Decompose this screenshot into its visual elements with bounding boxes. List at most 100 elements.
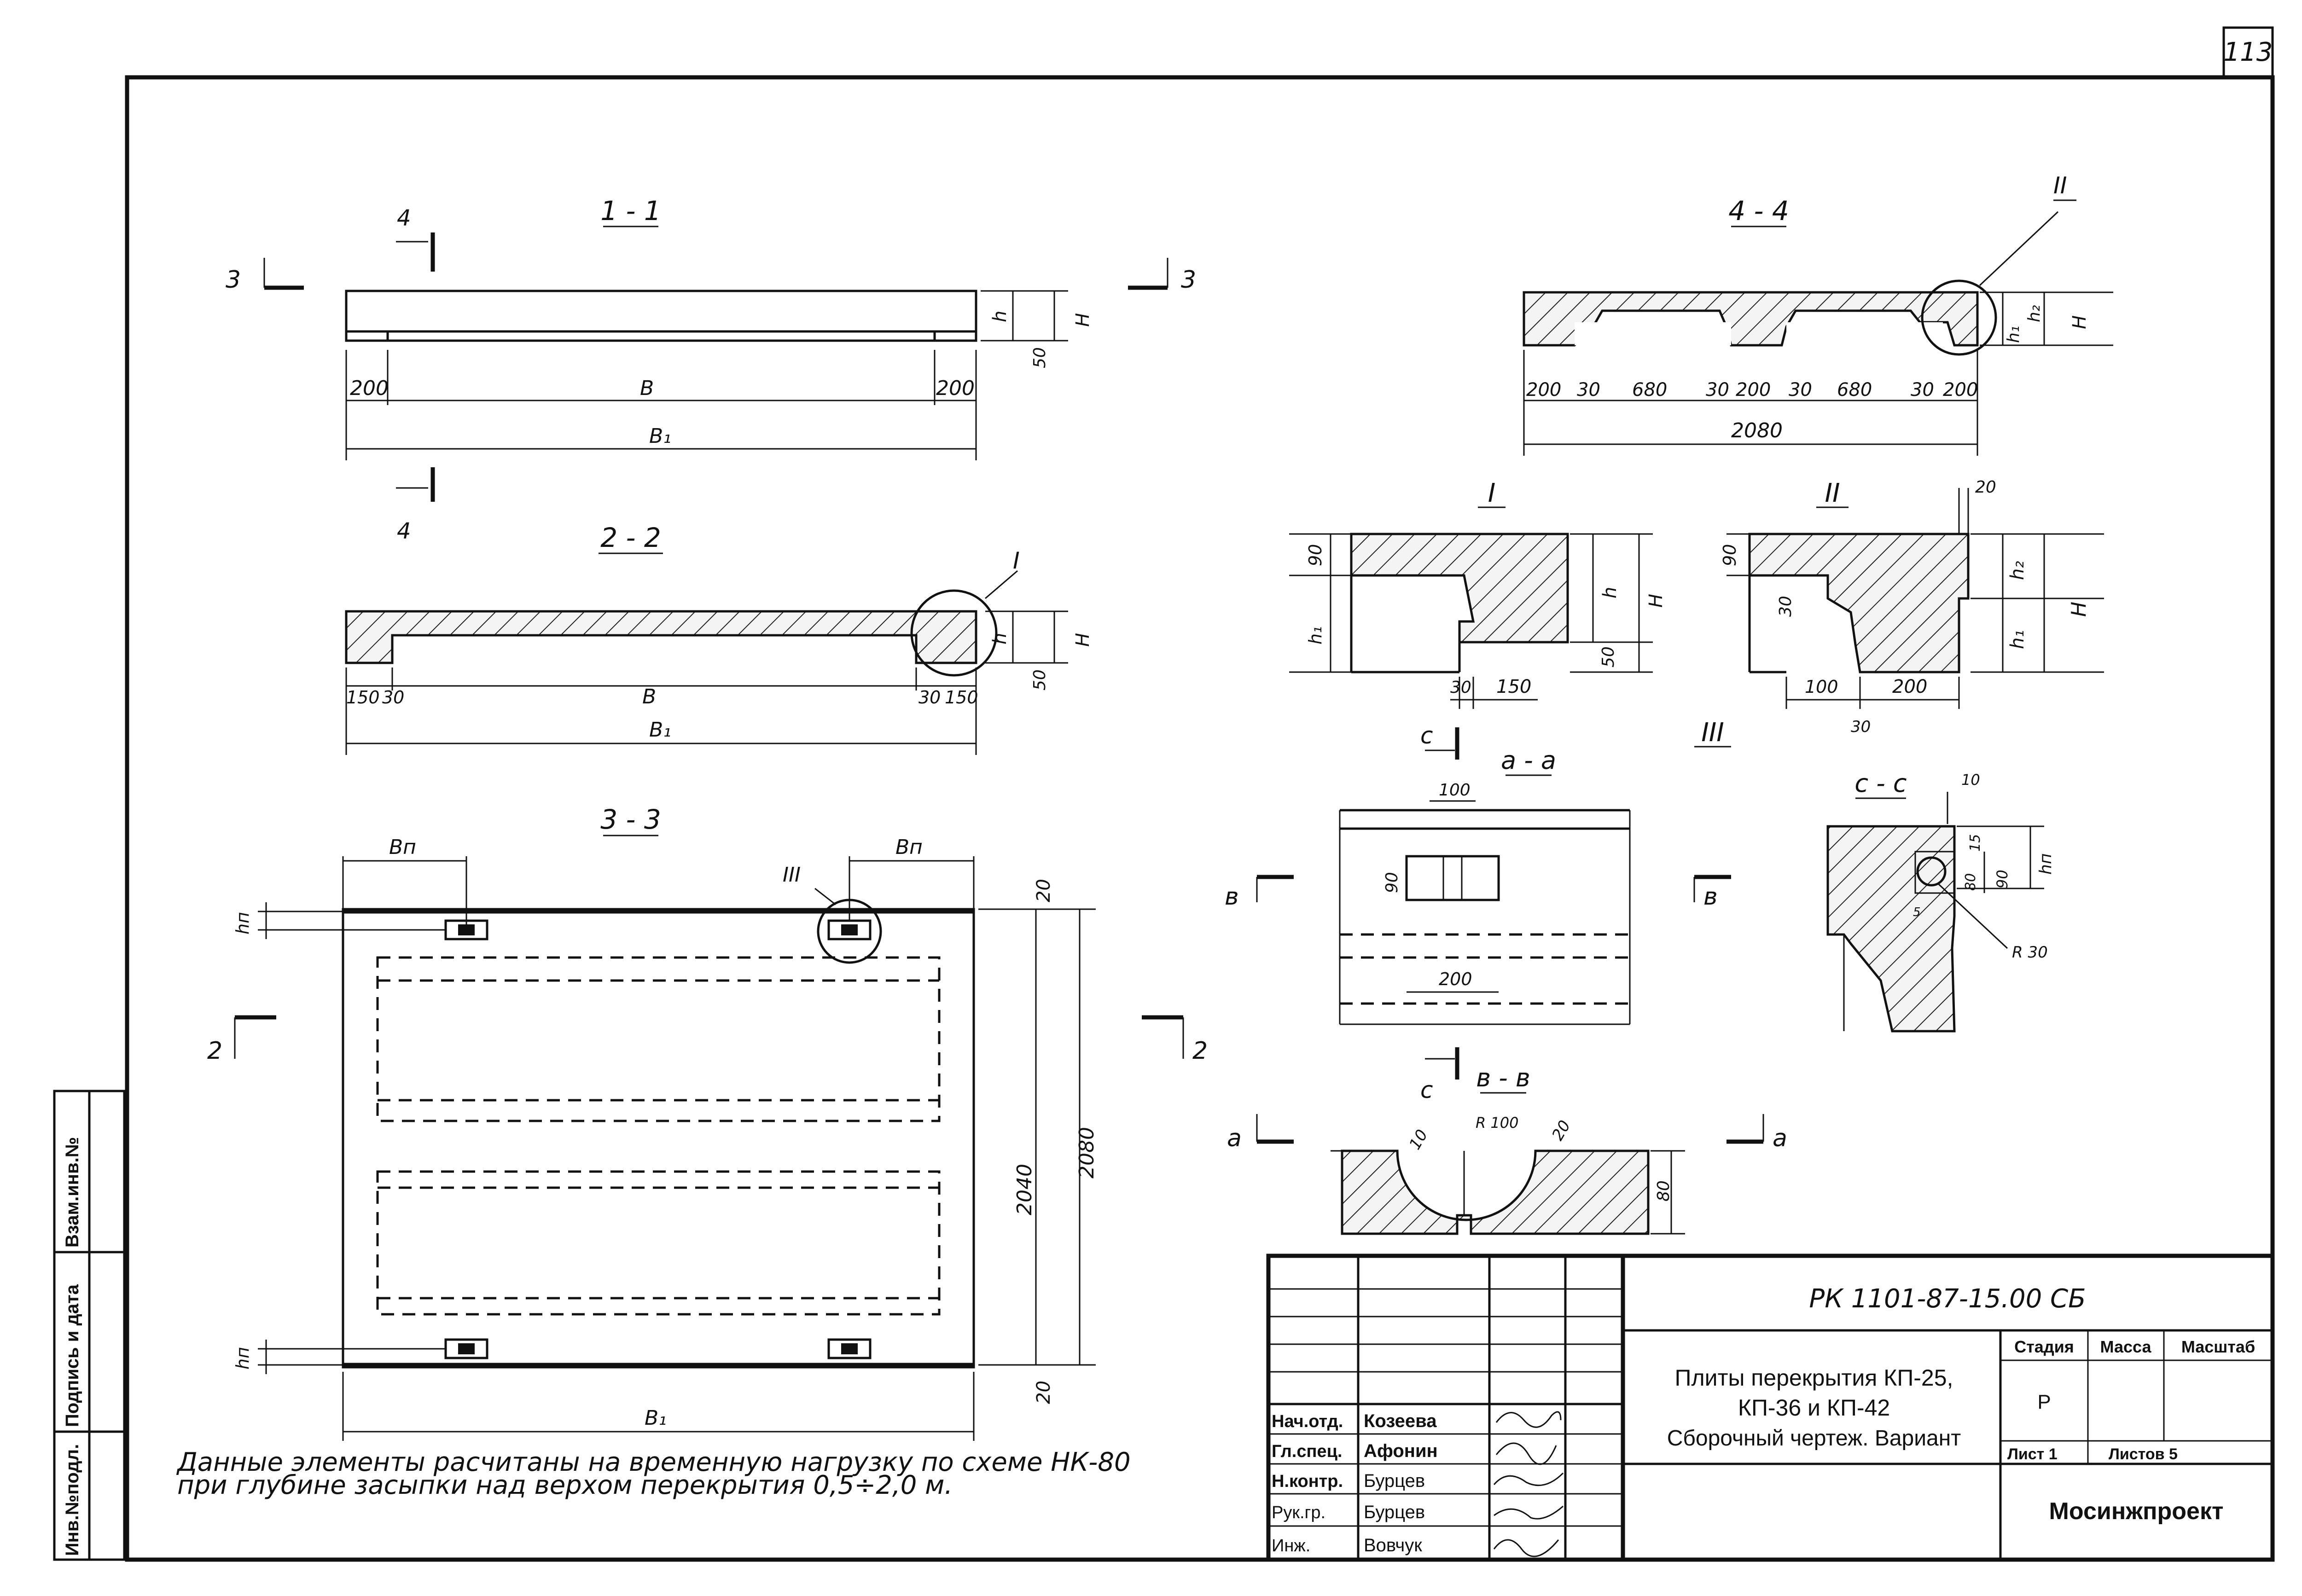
svg-text:90: 90 — [1305, 544, 1325, 566]
signature — [1493, 1472, 1564, 1486]
drawing-name-line3: Сборочный чертеж. Вариант — [1667, 1426, 1961, 1451]
sheets-label: Листов 5 — [2109, 1445, 2178, 1463]
svg-text:30: 30 — [918, 687, 941, 708]
stamp-replace-label: Взам.инв.№ — [62, 1137, 82, 1248]
svg-text:150: 150 — [945, 687, 978, 708]
svg-text:30: 30 — [1776, 596, 1795, 617]
loop-rod — [1916, 856, 1947, 887]
view-c-c: с - с 10 15 80 90 hп R 30 5 — [1826, 769, 2055, 1033]
view-c-c-title: с - с — [1854, 769, 1907, 798]
svg-text:200: 200 — [1892, 676, 1927, 697]
svg-text:200: 200 — [1943, 379, 1978, 400]
detail-I-section — [1350, 533, 1569, 644]
svg-text:II: II — [2053, 172, 2067, 199]
svg-text:hп: hп — [233, 912, 253, 934]
stage-value: Р — [2037, 1391, 2051, 1413]
svg-text:Вовчук: Вовчук — [1364, 1535, 1422, 1555]
svg-text:20: 20 — [1975, 478, 1996, 497]
svg-text:2: 2 — [1192, 1037, 1208, 1065]
svg-text:20: 20 — [1033, 879, 1054, 902]
svg-text:с: с — [1420, 1077, 1433, 1103]
sheet-number-box — [2222, 26, 2274, 79]
svg-text:2040: 2040 — [1013, 1164, 1036, 1215]
svg-text:20: 20 — [1033, 1381, 1054, 1404]
svg-text:30: 30 — [1789, 379, 1812, 400]
svg-text:90: 90 — [1994, 870, 2011, 888]
staff-row: Гл.спец. Афонин — [1272, 1441, 1438, 1461]
header-stage: Стадия — [2014, 1337, 2074, 1356]
svg-text:200: 200 — [1439, 969, 1472, 989]
svg-text:4: 4 — [397, 205, 411, 231]
svg-text:H: H — [1645, 594, 1667, 608]
header-scale: Масштаб — [2181, 1337, 2255, 1356]
drawing-name-line1: Плиты перекрытия КП-25, — [1675, 1365, 1953, 1391]
svg-text:Н.контр.: Н.контр. — [1272, 1472, 1343, 1491]
svg-text:Гл.спец.: Гл.спец. — [1272, 1442, 1342, 1461]
design-note-line2: при глубине засыпки над верхом перекрыти… — [177, 1470, 953, 1500]
svg-text:hп: hп — [233, 1347, 253, 1370]
svg-text:80: 80 — [1654, 1180, 1673, 1201]
svg-text:30: 30 — [1577, 379, 1600, 400]
view-a-a: a - a 100 90 200 в в с с — [1225, 722, 1731, 1103]
svg-text:50: 50 — [1030, 347, 1049, 368]
design-note-line1: Данные элементы расчитаны на временную н… — [176, 1447, 1131, 1477]
svg-text:90: 90 — [1383, 872, 1401, 893]
lifting-loop — [827, 1338, 872, 1359]
svg-text:в: в — [1703, 883, 1718, 911]
sheet-number: 113 — [2224, 37, 2273, 67]
section-1-1-title: 1 - 1 — [600, 195, 661, 226]
svg-text:hп: hп — [2036, 853, 2055, 875]
title-block: Нач.отд. Козеева Гл.спец. Афонин Н.контр… — [1266, 1254, 2275, 1562]
callout-circle-I — [910, 589, 998, 677]
header-mass: Масса — [2100, 1337, 2152, 1356]
svg-text:30: 30 — [1706, 379, 1729, 400]
svg-text:H: H — [2069, 315, 2090, 329]
drawing-frame — [125, 75, 2275, 1562]
svg-text:a: a — [1227, 1125, 1242, 1152]
svg-text:Бурцев: Бурцев — [1364, 1502, 1425, 1522]
stamp-inv-label: Инв.№подл. — [62, 1444, 82, 1556]
slab-profile-1-1 — [345, 290, 977, 333]
void-lower — [376, 1170, 941, 1316]
svg-text:3: 3 — [226, 266, 241, 294]
svg-text:h: h — [1599, 587, 1621, 598]
callout-circle-II — [1921, 279, 1997, 356]
svg-text:90: 90 — [1720, 544, 1740, 566]
svg-text:10: 10 — [1961, 771, 1980, 789]
svg-text:2080: 2080 — [1731, 419, 1783, 442]
svg-text:h₂: h₂ — [2025, 305, 2044, 322]
svg-text:200: 200 — [1526, 379, 1561, 400]
staff-row: Н.контр. Бурцев — [1272, 1471, 1425, 1491]
sheet-label: Лист 1 — [2007, 1445, 2058, 1463]
svg-text:B: B — [642, 685, 656, 708]
svg-text:2080: 2080 — [1075, 1127, 1099, 1178]
svg-text:30: 30 — [1851, 718, 1871, 736]
svg-text:680: 680 — [1632, 379, 1667, 400]
svg-text:4: 4 — [397, 518, 411, 544]
svg-text:200: 200 — [350, 377, 389, 400]
signature — [1494, 1505, 1564, 1520]
svg-text:30: 30 — [1450, 678, 1471, 697]
svg-text:в: в — [1225, 883, 1239, 911]
section-3-3-title: 3 - 3 — [600, 804, 661, 835]
svg-text:III: III — [783, 863, 801, 887]
svg-text:15: 15 — [1967, 834, 1983, 852]
organization-name: Мосинжпроект — [2049, 1498, 2224, 1525]
svg-text:30: 30 — [1911, 379, 1934, 400]
lifting-loop-recess — [1405, 855, 1500, 901]
detail-III-title: III — [1701, 718, 1724, 748]
svg-text:200: 200 — [1736, 379, 1771, 400]
svg-text:30: 30 — [382, 687, 404, 708]
svg-text:I: I — [1013, 547, 1020, 574]
svg-text:680: 680 — [1837, 379, 1872, 400]
svg-text:h: h — [989, 633, 1011, 644]
svg-text:Инж.: Инж. — [1272, 1536, 1310, 1555]
signature — [1493, 1539, 1559, 1557]
svg-text:Рук.гр.: Рук.гр. — [1272, 1503, 1325, 1522]
detail-I: I 90 h₁ h H 50 30 150 — [1289, 478, 1667, 709]
svg-text:Афонин: Афонин — [1364, 1441, 1438, 1461]
svg-text:h₂: h₂ — [2007, 561, 2028, 580]
svg-text:R 100: R 100 — [1476, 1114, 1518, 1132]
svg-text:3: 3 — [1181, 266, 1196, 294]
side-stamp: Инв.№подл. Подпись и дата Взам.инв.№ — [53, 1090, 126, 1561]
